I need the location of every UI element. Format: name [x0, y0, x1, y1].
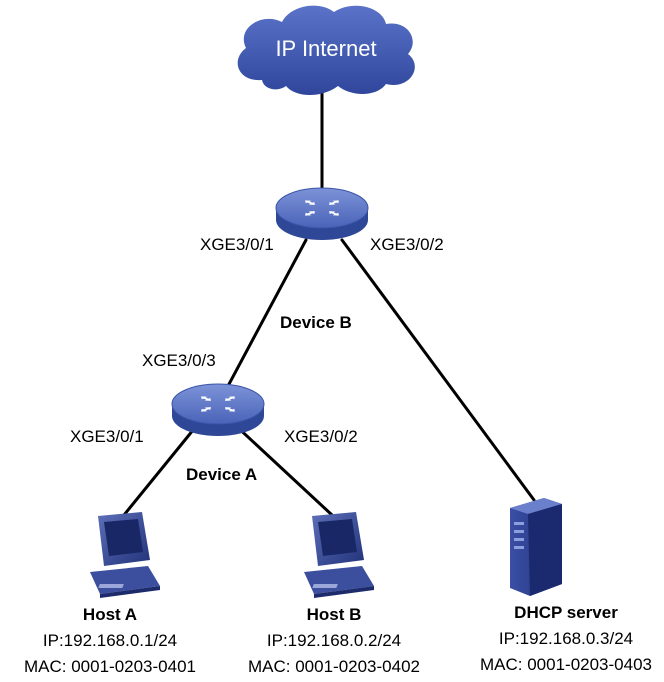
device-a-port-up-label: XGE3/0/3: [142, 351, 216, 370]
router-icon: [275, 187, 369, 240]
device-a-port-right-label: XGE3/0/2: [284, 427, 358, 446]
pc-icon: [90, 512, 160, 598]
device-a-name-label: Device A: [186, 465, 258, 484]
link-deviceb-devicea: [226, 238, 308, 388]
internet-label: IP Internet: [275, 36, 377, 61]
device-a-port-left-label: XGE3/0/1: [70, 427, 144, 446]
host-a-name: Host A: [82, 605, 138, 624]
host-b-mac: MAC: 0001-0203-0402: [247, 657, 421, 676]
cloud-icon: [237, 5, 415, 96]
dhcp-server-mac: MAC: 0001-0203-0403: [479, 655, 653, 674]
dhcp-server-ip: IP:192.168.0.3/24: [498, 629, 634, 648]
server-icon: [510, 498, 562, 596]
device-b-port-left-label: XGE3/0/1: [200, 235, 274, 254]
link-deviceb-dhcp: [340, 238, 536, 502]
pc-icon: [304, 512, 374, 598]
device-b-port-right-label: XGE3/0/2: [370, 235, 444, 254]
host-b-ip: IP:192.168.0.2/24: [266, 631, 402, 650]
router-icon: [171, 383, 265, 436]
links: [122, 86, 536, 517]
link-devicea-hosta: [122, 422, 200, 517]
host-b-name: Host B: [306, 605, 362, 624]
device-b-name-label: Device B: [280, 313, 352, 332]
host-a-ip: IP:192.168.0.1/24: [42, 631, 178, 650]
dhcp-server-name: DHCP server: [514, 603, 618, 622]
host-a-mac: MAC: 0001-0203-0401: [23, 657, 197, 676]
link-devicea-hostb: [232, 422, 334, 517]
